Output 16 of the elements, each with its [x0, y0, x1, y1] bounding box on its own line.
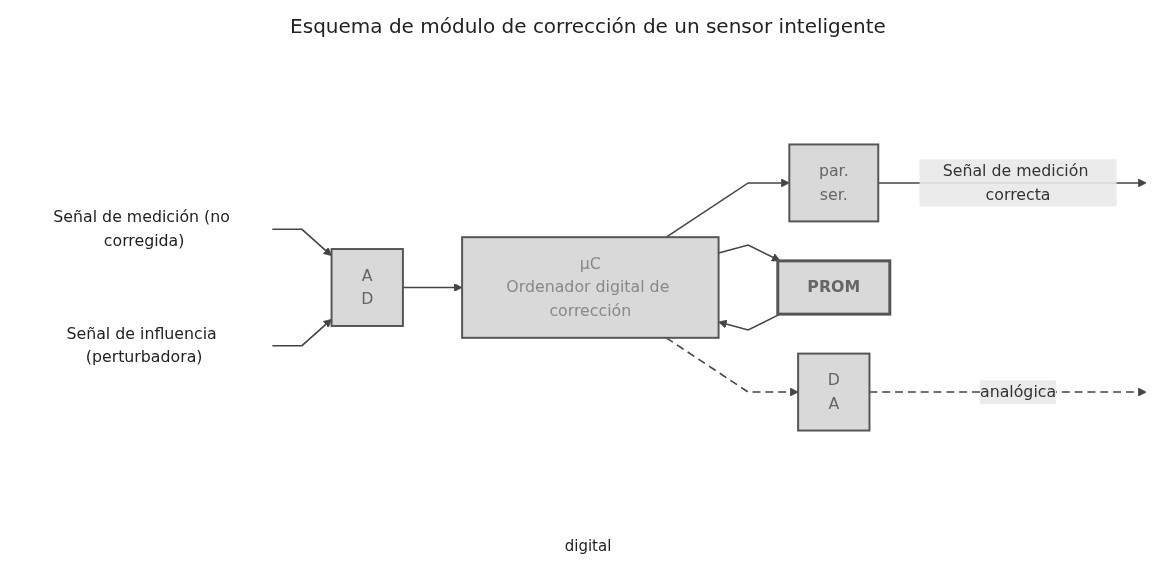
arrow [665, 337, 799, 397]
node-box: par. ser. [788, 143, 880, 223]
note-text: digital [564, 537, 612, 555]
edge-label: Señal de medición correcta [942, 161, 1089, 204]
node-box: PROM [776, 259, 892, 316]
node-text: Señal de influencia (perturbadora) [66, 324, 217, 367]
node-box: D A [797, 352, 871, 432]
node-box: µC Ordenador digital de corrección [461, 236, 720, 339]
arrow [665, 178, 790, 238]
arrow [402, 283, 463, 292]
edge-label: analógica [979, 382, 1057, 401]
node-box: A D [330, 248, 404, 327]
arrow [271, 228, 332, 257]
diagram-title: Esquema de módulo de corrección de un sensor inteligente [290, 14, 886, 38]
node-text: Señal de medición (no corregida) [53, 207, 230, 251]
arrow [271, 318, 332, 347]
